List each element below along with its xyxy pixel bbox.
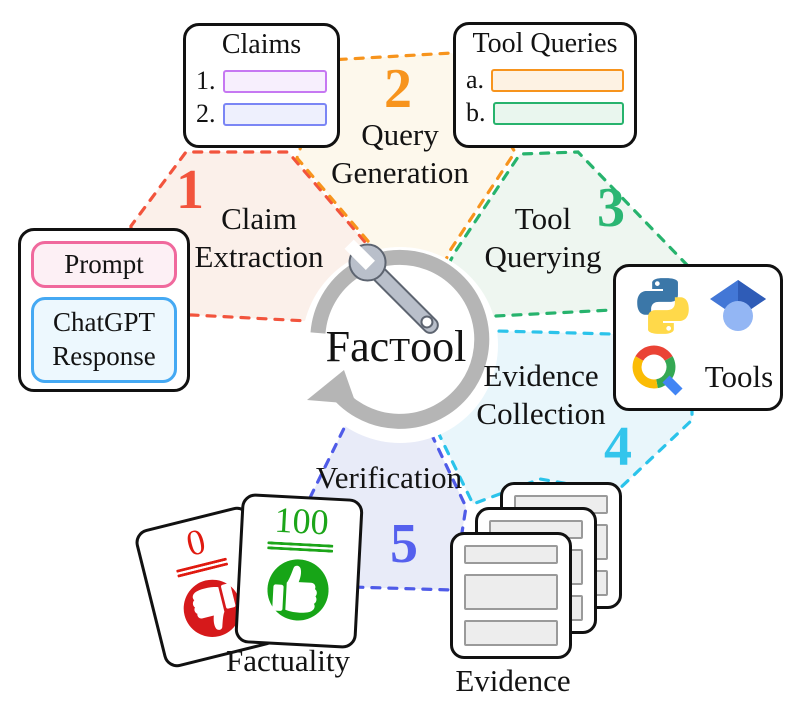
thumbs-down-icon: [183, 579, 241, 637]
center-title-part-b: T: [389, 331, 411, 369]
stage-number-5: 5: [390, 513, 418, 575]
query-row-b-bar: [492, 101, 624, 125]
claim-row-2-bar: [222, 102, 327, 126]
stage-label-verification: Verification: [315, 460, 463, 496]
prompt-pill: Prompt: [31, 241, 177, 288]
cycle-arrowhead: [307, 370, 356, 404]
claims-box: Claims 1. 2.: [183, 23, 340, 148]
claim-row-1-bar: [222, 69, 327, 93]
claim-row-1: 1.: [186, 68, 337, 94]
factuality-score-hundred: 100: [273, 499, 330, 543]
input-box: Prompt ChatGPT Response: [18, 228, 190, 392]
factuality-card-hundred: 100: [234, 492, 364, 650]
stage-number-3: 3: [597, 177, 625, 239]
evidence-label: Evidence: [455, 663, 571, 698]
stage-number-2: 2: [384, 58, 412, 120]
query-row-a-bar: [491, 68, 624, 92]
center-title: FacTool: [286, 324, 506, 373]
factuality-score-zero: 0: [182, 520, 210, 564]
factuality-label: Factuality: [226, 643, 350, 678]
chatgpt-response-pill: ChatGPT Response: [31, 297, 177, 383]
query-row-b-label: b.: [466, 98, 486, 128]
evidence-text-bar: [464, 573, 558, 611]
evidence-text-bar: [464, 545, 558, 564]
tools-box: Tools: [613, 264, 783, 411]
evidence-card-front: [450, 532, 572, 659]
tools-box-label: Tools: [704, 359, 774, 394]
python-icon: [637, 278, 689, 334]
stage-number-4: 4: [604, 416, 632, 478]
claim-row-1-label: 1.: [196, 66, 216, 96]
claim-row-2: 2.: [186, 101, 337, 127]
stage-label-tool-querying: Tool Querying: [484, 201, 602, 274]
claim-row-2-label: 2.: [196, 99, 216, 129]
stage-number-1: 1: [176, 159, 204, 221]
claims-box-title: Claims: [221, 29, 302, 60]
center-title-part-a: Fac: [325, 322, 390, 371]
google-search-icon: [632, 345, 683, 396]
google-scholar-icon: [710, 280, 766, 331]
query-row-b: b.: [456, 100, 634, 126]
query-row-a: a.: [456, 67, 634, 93]
tool-queries-box: Tool Queries a. b.: [453, 22, 637, 148]
stage-label-query-generation: Query Generation: [331, 117, 469, 190]
center-title-part-c: ool: [410, 322, 467, 371]
tool-queries-box-title: Tool Queries: [472, 28, 618, 59]
factuality-card-zero: 0: [132, 503, 282, 671]
wrench-icon: [344, 239, 439, 334]
evidence-text-bar: [464, 620, 558, 646]
thumbs-up-icon: [267, 559, 329, 621]
stage-label-claim-extraction: Claim Extraction: [194, 201, 324, 274]
query-row-a-label: a.: [466, 65, 485, 95]
stage-label-evidence-collection: Evidence Collection: [476, 358, 606, 431]
